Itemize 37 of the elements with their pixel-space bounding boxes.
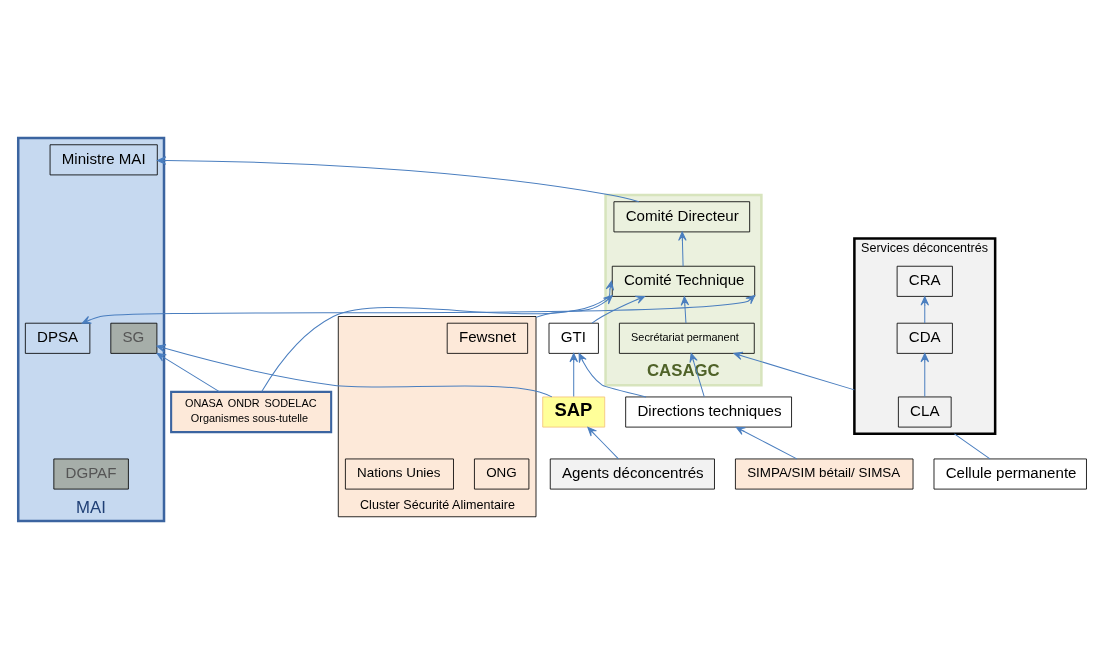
arrow — [591, 295, 646, 324]
node-box: CRA — [896, 265, 953, 297]
node-box: Cellule permanente — [933, 458, 1087, 490]
arrow — [156, 352, 221, 392]
node-box: Secrétariat permanent — [618, 322, 755, 354]
node-box: GTI — [548, 322, 599, 354]
node-box: Nations Unies — [345, 458, 454, 490]
arrow — [569, 352, 578, 397]
arrow — [680, 295, 690, 323]
arrow — [678, 231, 687, 267]
node-box: ONG — [474, 458, 530, 490]
arrow — [535, 294, 613, 318]
node-box: Ministre MAI — [49, 143, 158, 175]
node-box: Comité Technique — [611, 265, 756, 297]
arrow — [920, 295, 930, 323]
arrow — [156, 155, 640, 202]
arrow — [81, 294, 756, 324]
node-box: ONASA ONDR SODELAC Organismes sous-tutelle — [170, 390, 333, 433]
node-box: CDA — [896, 322, 953, 354]
node-box: Comité Directeur — [613, 200, 751, 232]
node-box: DGPAF — [53, 458, 129, 490]
arrow — [735, 426, 798, 459]
arrow — [156, 343, 553, 397]
node-box: Agents déconcentrés — [549, 458, 715, 490]
connector — [953, 432, 991, 459]
node-box: Directions techniques — [625, 396, 792, 428]
node-box: Fewsnet — [446, 322, 529, 354]
arrow — [920, 352, 930, 397]
arrow — [733, 351, 855, 390]
arrow — [587, 426, 619, 459]
node-box: SIMPA/SIM bétail/ SIMSA — [735, 458, 914, 490]
arrow — [261, 280, 615, 392]
arrow — [689, 352, 705, 397]
node-box: CLA — [897, 396, 952, 428]
node-box: SAP — [542, 396, 606, 428]
node-box: SG — [110, 322, 158, 354]
node-box: DPSA — [24, 322, 91, 354]
